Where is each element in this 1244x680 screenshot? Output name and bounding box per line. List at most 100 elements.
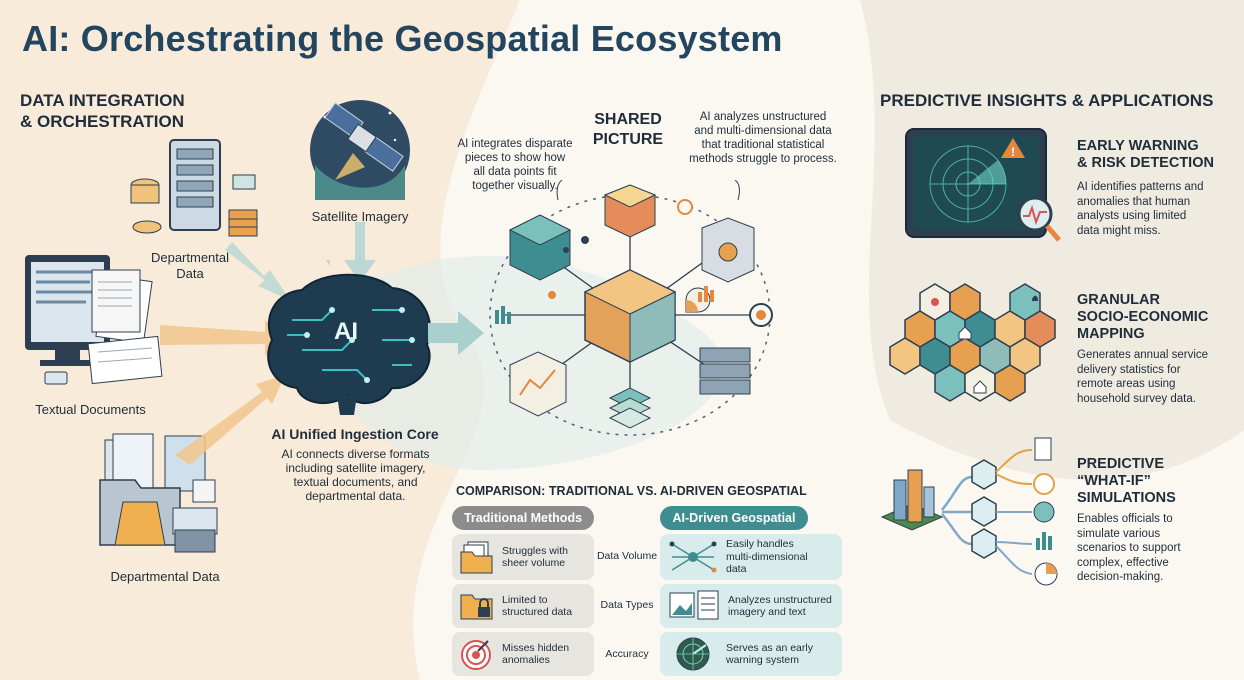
page-title: AI: Orchestrating the Geospatial Ecosyst… xyxy=(22,18,783,59)
ai-data-types-cell: Analyzes unstructured imagery and text xyxy=(660,584,842,628)
note-line: that traditional statistical xyxy=(701,139,825,151)
title-line: SOCIO-ECONOMIC xyxy=(1077,309,1209,325)
desc-line: textual documents, and xyxy=(293,475,418,489)
city-block xyxy=(880,469,944,531)
card-simulations-desc: Enables officials to simulate various sc… xyxy=(1077,512,1181,585)
text-line: Analyzes unstructured xyxy=(728,593,832,606)
text-line: multi-dimensional xyxy=(726,550,808,563)
row-label-data-volume: Data Volume xyxy=(596,550,658,562)
text-line: Struggles with xyxy=(502,544,568,557)
text-line: structured data xyxy=(502,606,573,618)
label-line: Data xyxy=(176,266,204,281)
departmental-data-top-label: Departmental Data xyxy=(135,250,245,282)
text-line: Limited to xyxy=(502,593,548,606)
note-line: AI integrates disparate xyxy=(457,138,573,150)
title-line: GRANULAR xyxy=(1077,292,1160,308)
satellite-imagery-label: Satellite Imagery xyxy=(311,209,409,224)
image-and-document-icon xyxy=(669,590,719,620)
server-database-icon xyxy=(130,139,258,237)
svg-text:!: ! xyxy=(1011,145,1015,159)
note-integrates: AI integrates disparate pieces to show h… xyxy=(440,137,590,193)
shared-picture-label: SHARED PICTURE xyxy=(583,110,673,150)
text-line: Serves as an early xyxy=(726,641,813,654)
desc-line: Generates annual service xyxy=(1077,349,1209,361)
ai-accuracy-cell: Serves as an early warning system xyxy=(660,632,842,676)
title-line: MAPPING xyxy=(1077,326,1145,342)
text-line: data xyxy=(726,563,747,576)
desc-line: delivery statistics for xyxy=(1077,363,1181,376)
desc-line: AI identifies patterns and xyxy=(1077,181,1204,193)
text-line: warning system xyxy=(726,654,799,666)
folder-stack-icon xyxy=(460,541,493,574)
desc-line: Enables officials to xyxy=(1077,513,1173,525)
card-socio-economic-desc: Generates annual service delivery statis… xyxy=(1077,348,1208,406)
desc-line: decision-making. xyxy=(1077,571,1164,583)
comparison-title: COMPARISON: TRADITIONAL VS. AI-DRIVEN GE… xyxy=(456,484,807,498)
title-line: SIMULATIONS xyxy=(1077,490,1176,506)
brain-to-network-arrow xyxy=(428,311,484,355)
desc-line: data might miss. xyxy=(1077,224,1161,237)
text-line: anomalies xyxy=(502,654,550,666)
note-line: pieces to show how xyxy=(464,152,566,164)
trad-data-types-cell: Limited to structured data xyxy=(452,584,594,628)
cell-text: Easily handles multi-dimensional data xyxy=(726,538,808,576)
radar-monitor-icon: ! xyxy=(905,128,1061,242)
title-line: PREDICTIVE xyxy=(1077,456,1165,472)
radar-icon xyxy=(676,637,710,671)
cell-text: Serves as an early warning system xyxy=(726,642,813,667)
traditional-methods-pill: Traditional Methods xyxy=(452,506,594,530)
folder-files-icon xyxy=(99,433,218,553)
text-line: sheer volume xyxy=(502,557,566,569)
note-line: and multi-dimensional data xyxy=(694,125,832,137)
label-line: Departmental xyxy=(150,250,230,265)
note-analyzes: AI analyzes unstructured and multi-dimen… xyxy=(678,110,848,166)
title-line: “WHAT-IF” xyxy=(1077,473,1151,489)
cell-text: Misses hidden anomalies xyxy=(502,642,569,667)
desc-line: departmental data. xyxy=(305,489,406,503)
text-line: imagery and text xyxy=(728,606,806,618)
satellite-icon xyxy=(310,100,410,200)
desc-line: including satellite imagery, xyxy=(285,461,426,475)
card-early-warning-desc: AI identifies patterns and anomalies tha… xyxy=(1077,180,1204,238)
hexagon-map-icon xyxy=(889,283,1056,402)
row-label-accuracy: Accuracy xyxy=(605,648,649,660)
ai-driven-pill: AI-Driven Geospatial xyxy=(660,506,808,530)
cell-text: Analyzes unstructured imagery and text xyxy=(728,594,832,619)
desc-line: analysts using limited xyxy=(1077,210,1187,222)
target-missed-icon xyxy=(461,640,491,670)
textual-documents-label: Textual Documents xyxy=(35,402,146,417)
desc-line: simulate various xyxy=(1077,527,1161,540)
satellite-down-arrow xyxy=(344,222,376,282)
core-title: AI Unified Ingestion Core xyxy=(271,426,439,442)
computer-documents-icon xyxy=(25,255,163,385)
note-line: together visually. xyxy=(472,180,558,192)
data-integration-heading: DATA INTEGRATION & ORCHESTRATION xyxy=(20,90,185,132)
shared-picture-network-diagram xyxy=(489,180,773,436)
note-line: AI analyzes unstructured xyxy=(699,111,827,123)
ai-brain-icon xyxy=(267,273,432,415)
label-line: PICTURE xyxy=(592,131,664,148)
desc-line: remote areas using xyxy=(1077,378,1176,390)
input-arrows xyxy=(160,242,330,465)
note-line: all data points fit xyxy=(473,166,557,178)
predictive-insights-heading: PREDICTIVE INSIGHTS & APPLICATIONS xyxy=(880,91,1214,110)
title-line: & RISK DETECTION xyxy=(1077,155,1214,171)
simulation-tree-icon xyxy=(880,437,1058,586)
center-cube xyxy=(583,269,677,363)
core-description: AI connects diverse formats including sa… xyxy=(258,447,453,503)
title-line: EARLY WARNING xyxy=(1077,138,1199,154)
text-line: Easily handles xyxy=(726,538,794,551)
cell-text: Struggles with sheer volume xyxy=(502,545,568,570)
label-line: SHARED xyxy=(594,111,662,128)
heading-line: & ORCHESTRATION xyxy=(20,112,185,131)
desc-line: AI connects diverse formats xyxy=(281,447,430,461)
card-simulations-title: PREDICTIVE “WHAT-IF” SIMULATIONS xyxy=(1077,456,1176,507)
desc-line: household survey data. xyxy=(1077,392,1196,405)
locked-folder-icon xyxy=(460,594,493,620)
desc-line: scenarios to support xyxy=(1077,542,1181,554)
heading-line: DATA INTEGRATION xyxy=(20,91,185,110)
trad-data-volume-cell: Struggles with sheer volume xyxy=(452,534,594,580)
row-label-data-types: Data Types xyxy=(600,599,654,611)
card-socio-economic-title: GRANULAR SOCIO-ECONOMIC MAPPING xyxy=(1077,292,1208,343)
ai-brain-label: AI xyxy=(334,318,358,345)
